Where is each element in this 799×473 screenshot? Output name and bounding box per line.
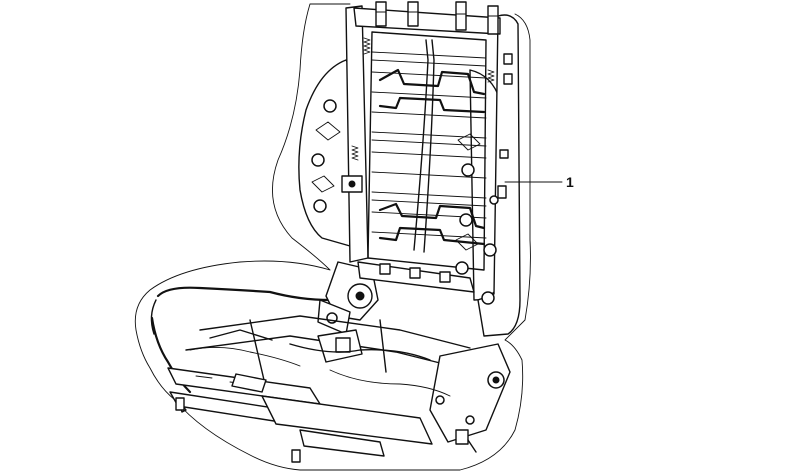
spring-left-upper — [363, 37, 371, 55]
callout-number: 1 — [566, 174, 574, 190]
part-callout: 1 — [504, 174, 574, 190]
seat-base-frame — [150, 261, 511, 463]
seat-outline — [134, 3, 531, 471]
spring-right-upper — [487, 69, 495, 83]
backrest-frame — [298, 1, 521, 337]
spring-left-lower — [351, 145, 359, 161]
